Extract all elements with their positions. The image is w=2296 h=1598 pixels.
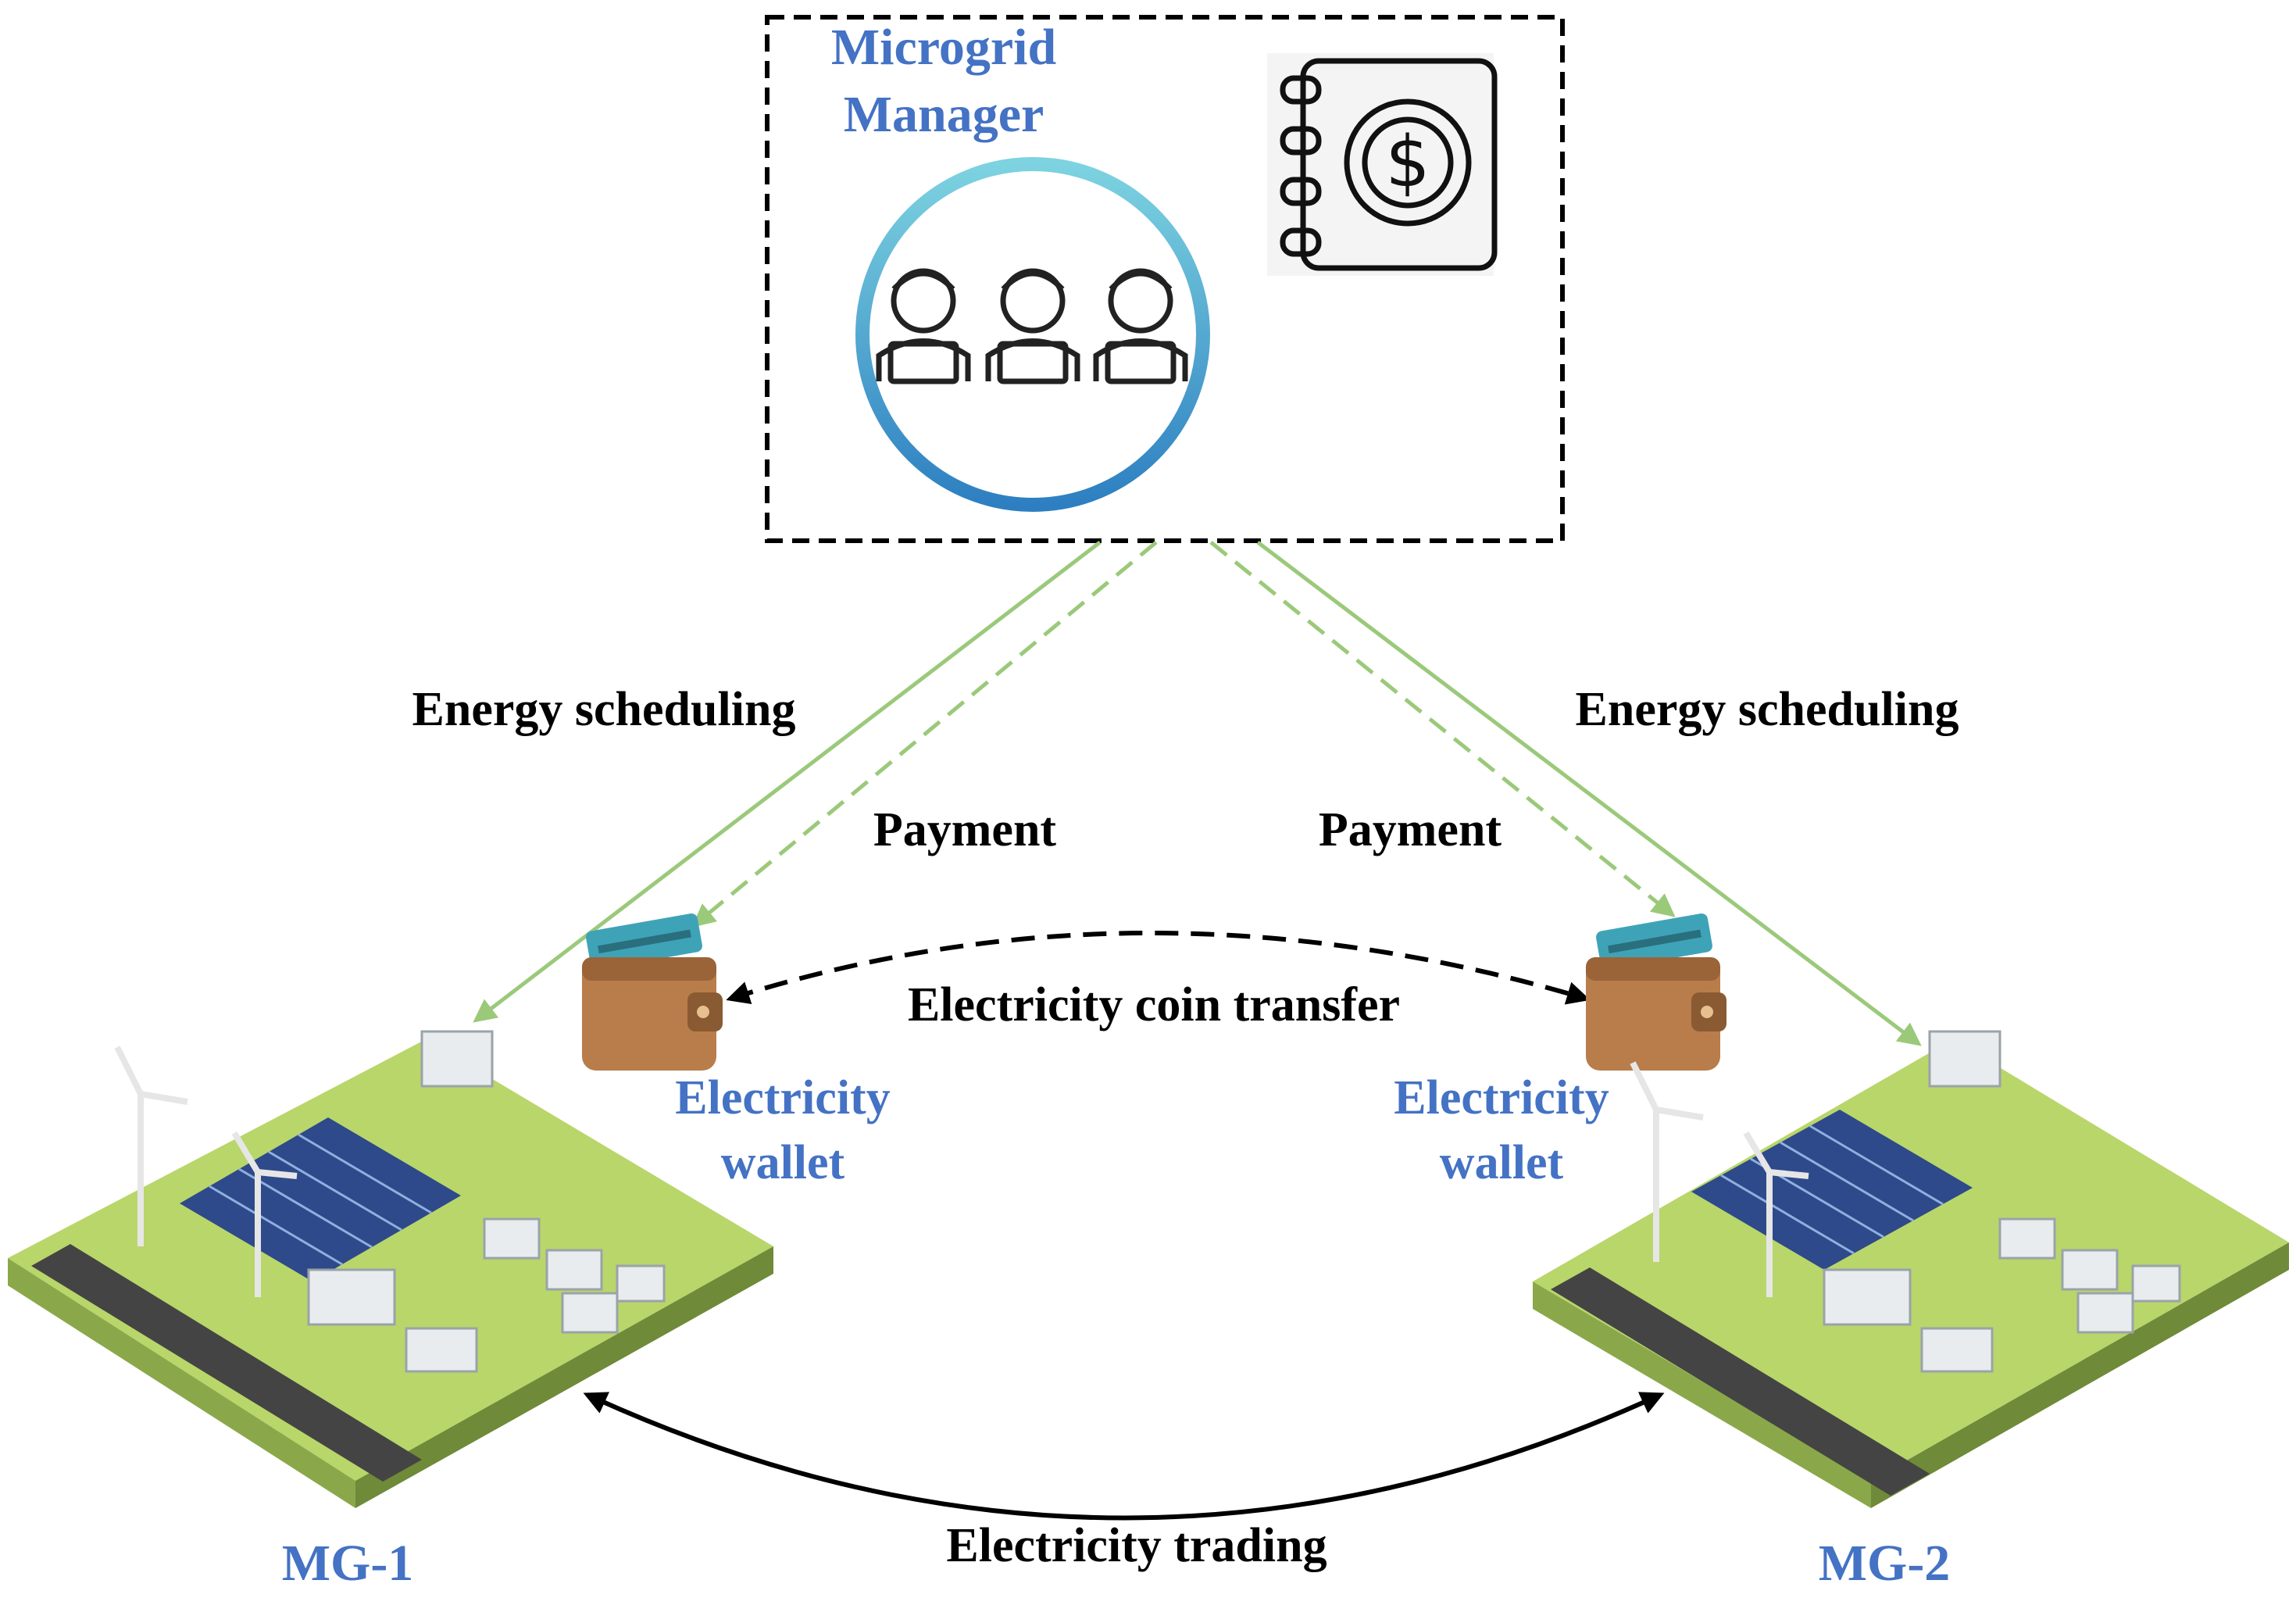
payment-arrow-left [691,541,1158,928]
wallet-1-label-line1: Electricity [675,1071,890,1124]
wind-turbine-icon [114,1046,298,1297]
microgrid-2-illustration [1533,1030,2289,1508]
energy-scheduling-label-left: Energy scheduling [412,683,796,736]
manager-title-line2: Manager [844,86,1044,143]
wallet-2-label-line2: wallet [1440,1136,1564,1189]
people-group-icon [855,157,1210,512]
trading-label: Electricity trading [946,1519,1327,1572]
wallet-icon [582,913,723,1071]
microgrid-2-label: MG-2 [1819,1535,1951,1592]
payment-arrow-right [1209,541,1676,917]
payment-label-left: Payment [873,803,1057,856]
payment-label-right: Payment [1319,803,1502,856]
wallet-1-label-line2: wallet [721,1136,845,1189]
wallet-icon [1586,913,1726,1071]
wallet-2-label-line1: Electricity [1394,1071,1609,1124]
energy-arrow-right [1256,541,1922,1046]
coin-transfer-arrow [726,931,1591,1005]
microgrid-1-illustration [8,1030,773,1508]
svg-text:$: $ [1385,121,1430,203]
microgrid-manager-box: Microgrid Manager [765,15,1565,543]
microgrid-1-label: MG-1 [282,1535,414,1592]
energy-scheduling-label-right: Energy scheduling [1576,683,1959,736]
manager-title-line1: Microgrid [831,19,1056,76]
wind-turbine-icon [1630,1061,1809,1297]
solar-panel-icon [180,1117,461,1282]
ledger-dollar-icon: $ [1267,53,1498,276]
coin-transfer-label: Electricity coin transfer [908,978,1400,1031]
energy-arrow-left [473,541,1102,1023]
trading-arrow [583,1392,1665,1521]
